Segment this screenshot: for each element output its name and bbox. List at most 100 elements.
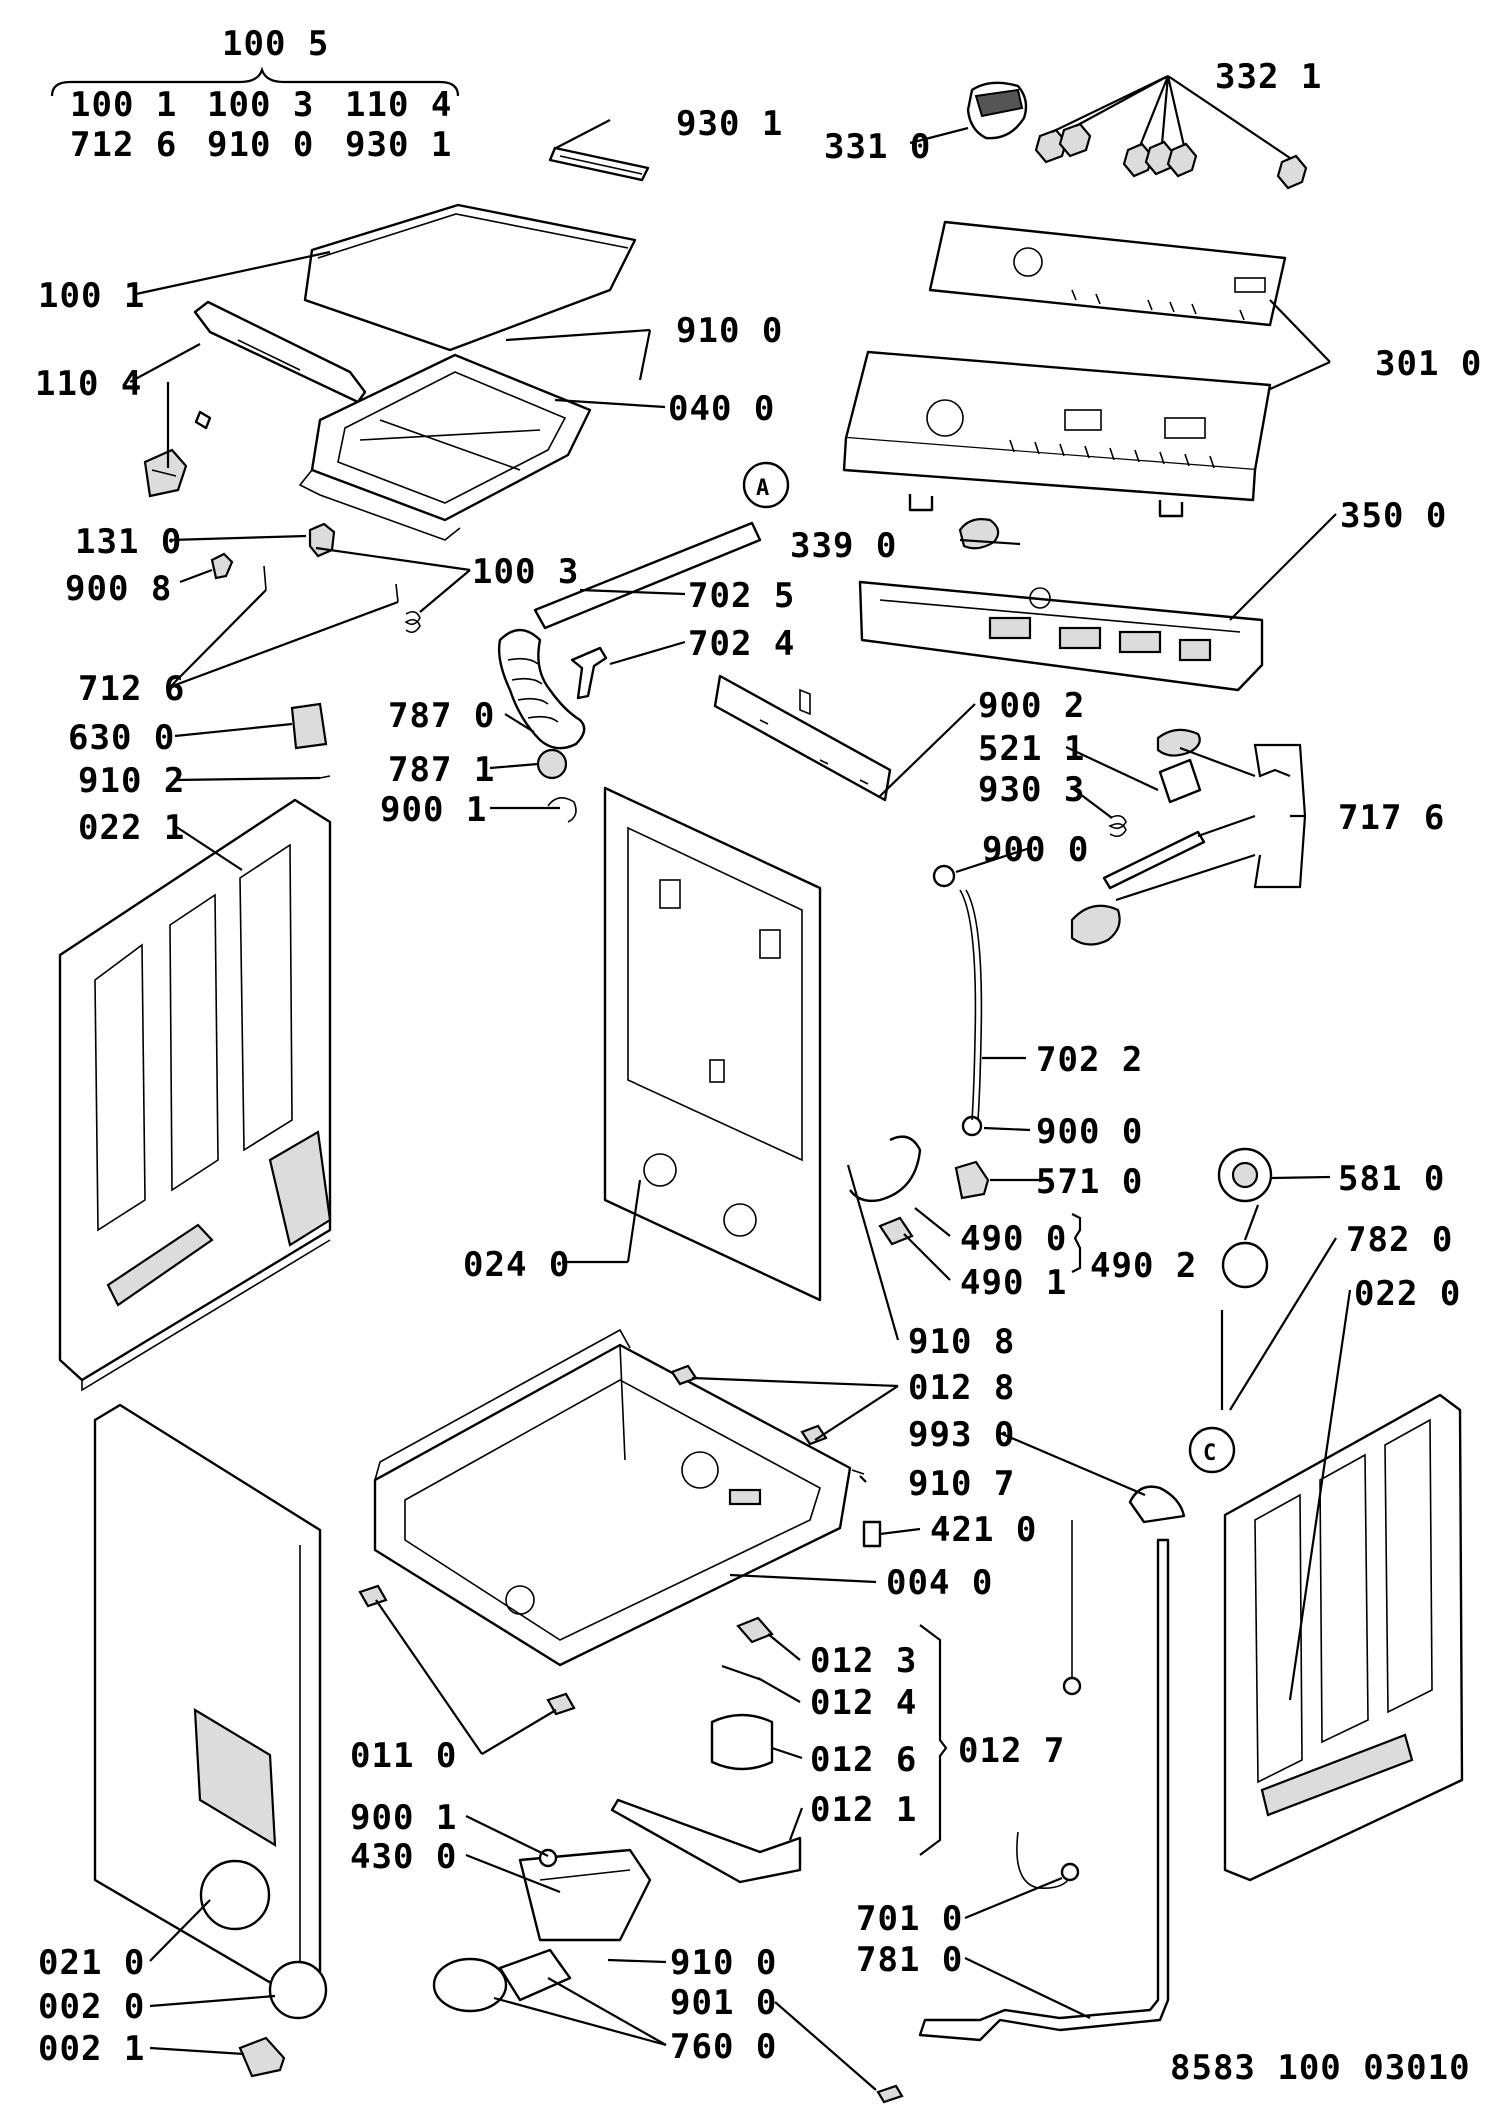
part-6300-block [290, 702, 328, 750]
label-9000-top: 900 0 [982, 830, 1089, 870]
part-7022-tube-b [965, 889, 983, 1121]
label-0020: 002 0 [38, 1987, 145, 2027]
label-0210: 021 0 [38, 1943, 145, 1983]
label-0110: 011 0 [350, 1736, 457, 1776]
label-1104: 110 4 [35, 364, 142, 404]
part-5710-valve [954, 1160, 990, 1200]
label-1310: 131 0 [75, 522, 182, 562]
part-9008-screw [210, 552, 234, 580]
label-7025: 702 5 [688, 576, 795, 616]
part-9102-small [319, 775, 331, 779]
label-1003-header: 100 3 [207, 85, 314, 125]
label-1001-header: 100 1 [70, 85, 177, 125]
part-1001-lid [303, 203, 637, 352]
label-7870: 787 0 [388, 696, 495, 736]
label-1104-header: 110 4 [345, 85, 452, 125]
label-0128: 012 8 [908, 1368, 1015, 1408]
label-1005: 100 5 [222, 24, 329, 64]
part-0210-front-panel [93, 1403, 322, 2002]
label-9303: 930 3 [978, 770, 1085, 810]
part-0040-base-frame [373, 1328, 852, 1667]
part-7025-hose [533, 521, 762, 630]
part-number-labels: 100 5 100 1 100 3 110 4 712 6 910 0 930 … [35, 24, 1481, 2088]
label-3500: 350 0 [1340, 496, 1447, 536]
part-7010-hose [1016, 1831, 1073, 1889]
label-9008: 900 8 [65, 569, 172, 609]
part-3390-pressure [958, 518, 1000, 550]
group-brace-1005 [50, 66, 460, 97]
label-7010: 701 0 [856, 1899, 963, 1939]
label-9301: 930 1 [676, 104, 783, 144]
part-4210-capacitor [862, 1520, 882, 1548]
part-4901-clip [878, 1216, 914, 1246]
label-9107: 910 7 [908, 1464, 1015, 1504]
part-5211-switch [1156, 728, 1202, 804]
part-7176-cup [1070, 904, 1121, 946]
label-0121: 012 1 [810, 1790, 917, 1830]
label-7871: 787 1 [388, 750, 495, 790]
label-9102: 910 2 [78, 761, 185, 801]
part-7024-nozzle [570, 646, 608, 700]
part-0221-side-panel-left [58, 798, 332, 1392]
part-4300-drain-pump [518, 1848, 652, 1942]
part-0128-foot-b [800, 1424, 828, 1446]
part-3321-buttons [1034, 122, 1308, 190]
label-0400: 040 0 [668, 389, 775, 429]
part-7126-pin-b [395, 583, 399, 603]
label-4900: 490 0 [960, 1219, 1067, 1259]
leader-lines [129, 75, 1352, 2091]
label-7126: 712 6 [78, 669, 185, 709]
part-0110-foot-a [358, 1584, 388, 1608]
label-4210: 421 0 [930, 1510, 1037, 1550]
callout-a: A [756, 476, 770, 501]
label-7820: 782 0 [1346, 1220, 1453, 1260]
part-0121-arm [610, 1798, 802, 1884]
label-0124: 012 4 [810, 1683, 917, 1723]
label-5211: 521 1 [978, 729, 1085, 769]
label-6300: 630 0 [68, 718, 175, 758]
callout-a-circle [742, 461, 790, 509]
part-9001-clamp [547, 797, 577, 823]
label-9001: 900 1 [380, 790, 487, 830]
callout-c-circle [1188, 1426, 1236, 1474]
part-5810-pump [1217, 1147, 1273, 1203]
label-3390: 339 0 [790, 526, 897, 566]
label-7024: 702 4 [688, 624, 795, 664]
label-0127: 012 7 [958, 1731, 1065, 1771]
part-3010-control-panel [842, 350, 1272, 518]
callout-c: C [1203, 1441, 1217, 1466]
part-9301-strip [548, 146, 650, 182]
label-0021: 002 1 [38, 2029, 145, 2069]
label-7810: 781 0 [856, 1940, 963, 1980]
part-0240-back-frame [603, 786, 822, 1302]
part-3010-panel-sticker [928, 220, 1287, 327]
label-9301-header: 930 1 [345, 125, 452, 165]
part-1310-lock [308, 522, 336, 558]
label-7126-header: 712 6 [70, 125, 177, 165]
part-9002-details [759, 688, 869, 785]
label-0221: 022 1 [78, 808, 185, 848]
label-5710: 571 0 [1036, 1162, 1143, 1202]
label-0123: 012 3 [810, 1641, 917, 1681]
part-7022-tube [959, 889, 977, 1121]
label-9930: 993 0 [908, 1415, 1015, 1455]
label-4902: 490 2 [1090, 1246, 1197, 1286]
part-9002-bracket [713, 674, 892, 802]
label-3321: 332 1 [1215, 57, 1322, 97]
label-3310: 331 0 [824, 127, 931, 167]
document-number: 8583 100 03010 [1170, 2048, 1471, 2088]
label-7176: 717 6 [1338, 798, 1445, 838]
part-7871-filter [536, 748, 568, 780]
part-7010-rod-end [1062, 1676, 1082, 1696]
label-4300: 430 0 [350, 1837, 457, 1877]
part-7870-bellows [497, 628, 586, 750]
part-9303-spring [1108, 814, 1127, 838]
label-9108: 910 8 [908, 1322, 1015, 1362]
part-7176-rod [1102, 830, 1206, 890]
part-4900-cable [849, 1135, 922, 1203]
label-9001-low: 900 1 [350, 1798, 457, 1838]
part-0020-door [268, 1960, 328, 2020]
part-9107-screw [851, 1469, 865, 1475]
part-3310-knob [966, 81, 1028, 140]
